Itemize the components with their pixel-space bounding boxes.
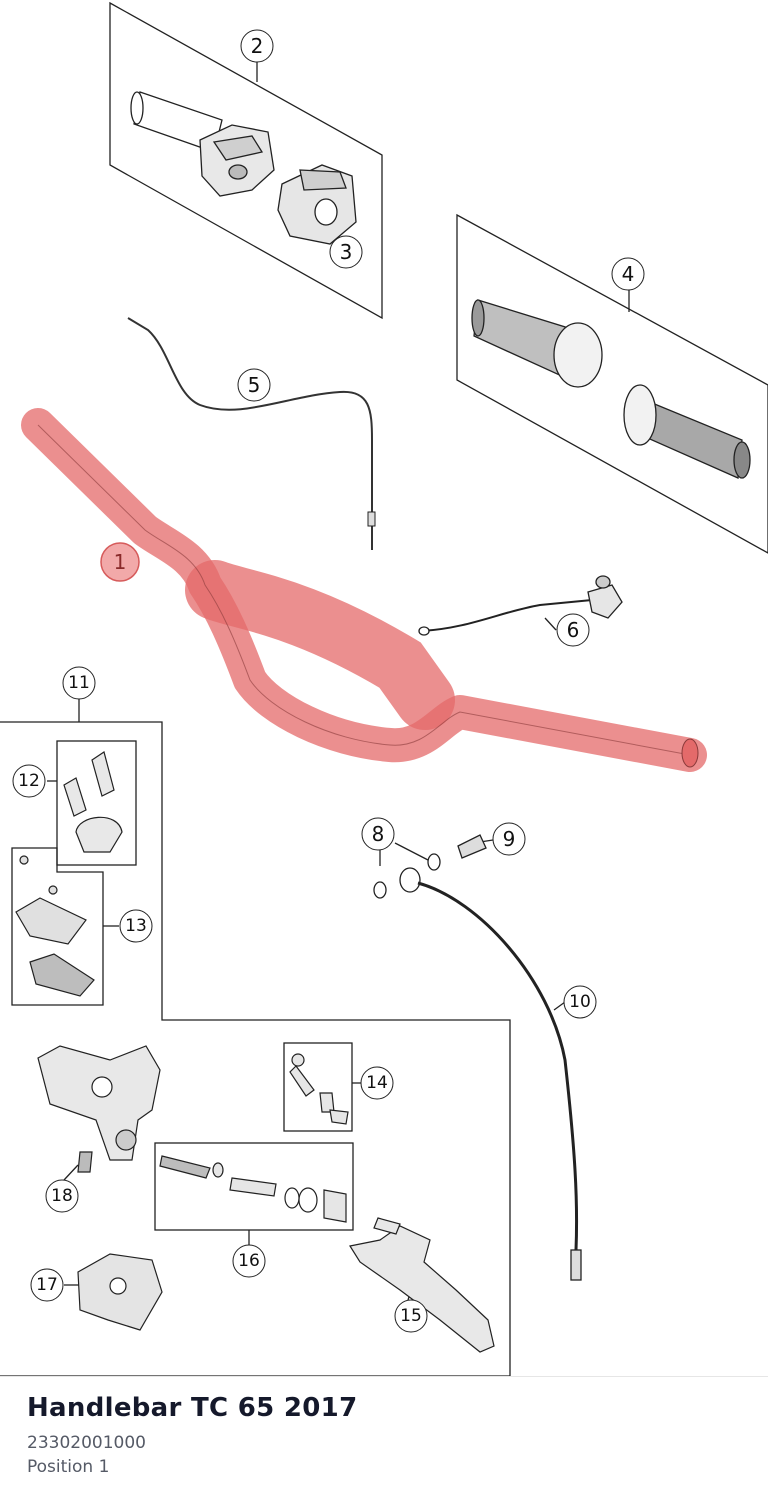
svg-text:14: 14 [366, 1073, 388, 1093]
handlebar-drawing[interactable] [21, 408, 707, 772]
piston-kit-drawing [159, 1155, 347, 1223]
callout-8[interactable]: 8 [361, 817, 395, 851]
svg-text:17: 17 [36, 1275, 58, 1295]
callout-14[interactable]: 14 [360, 1066, 394, 1100]
throttle-assembly-drawing [130, 91, 275, 197]
callout-1[interactable]: 1 [100, 542, 140, 582]
cable-drawing [127, 317, 373, 550]
product-title: Handlebar TC 65 2017 [27, 1393, 358, 1423]
callout-12[interactable]: 12 [12, 764, 46, 798]
group-box-12 [56, 740, 137, 866]
brake-lever-drawing [349, 1217, 495, 1353]
callout-16[interactable]: 16 [232, 1244, 266, 1278]
lever-cover-drawing [77, 1253, 163, 1331]
svg-text:10: 10 [569, 992, 591, 1012]
exploded-parts-diagram: 1 2 3 4 5 6 8 9 10 11 12 13 14 15 16 17 … [0, 1, 768, 1376]
callout-10[interactable]: 10 [563, 985, 597, 1019]
callout-5[interactable]: 5 [237, 368, 271, 402]
svg-text:13: 13 [125, 916, 147, 936]
group-box-master-cylinder [0, 721, 511, 1376]
callout-2[interactable]: 2 [240, 29, 274, 63]
svg-text:18: 18 [51, 1186, 73, 1206]
callout-15[interactable]: 15 [394, 1299, 428, 1333]
callout-18[interactable]: 18 [45, 1179, 79, 1213]
svg-text:3: 3 [340, 240, 353, 264]
svg-text:11: 11 [68, 673, 90, 693]
svg-text:4: 4 [622, 262, 635, 286]
svg-text:16: 16 [238, 1251, 260, 1271]
svg-text:2: 2 [251, 34, 264, 58]
group-box-14 [283, 1042, 353, 1132]
callout-13[interactable]: 13 [119, 909, 153, 943]
group-box-throttle [109, 1, 383, 320]
piston-parts-drawing [289, 1053, 349, 1125]
callout-6[interactable]: 6 [556, 613, 590, 647]
grips-drawing [471, 299, 751, 479]
position-label: Position 1 [27, 1457, 110, 1477]
group-box-grips [456, 213, 768, 554]
svg-text:12: 12 [18, 771, 40, 791]
group-box-13 [11, 847, 104, 1006]
kill-switch-drawing [418, 575, 623, 636]
svg-text:6: 6 [567, 618, 580, 642]
product-info-footer: Handlebar TC 65 2017 23302001000 Positio… [0, 1376, 768, 1492]
callouts: 1 2 3 4 5 6 8 9 10 11 12 13 14 15 16 17 … [12, 29, 645, 1333]
svg-text:8: 8 [372, 822, 385, 846]
part-number: 23302001000 [27, 1433, 146, 1453]
callout-9[interactable]: 9 [492, 822, 526, 856]
svg-text:15: 15 [400, 1306, 422, 1326]
clamp-parts-drawing [63, 751, 123, 853]
callout-4[interactable]: 4 [611, 257, 645, 291]
callout-3[interactable]: 3 [329, 235, 363, 269]
svg-text:5: 5 [248, 373, 261, 397]
callout-17[interactable]: 17 [30, 1268, 64, 1302]
throttle-cover-drawing [277, 164, 357, 245]
group-box-16 [154, 1142, 354, 1231]
reservoir-cover-drawing [15, 855, 95, 997]
svg-text:1: 1 [114, 550, 127, 574]
master-cylinder-drawing [37, 1045, 161, 1173]
brake-line-drawing [373, 834, 582, 1281]
svg-text:9: 9 [503, 827, 516, 851]
callout-11[interactable]: 11 [62, 666, 96, 700]
